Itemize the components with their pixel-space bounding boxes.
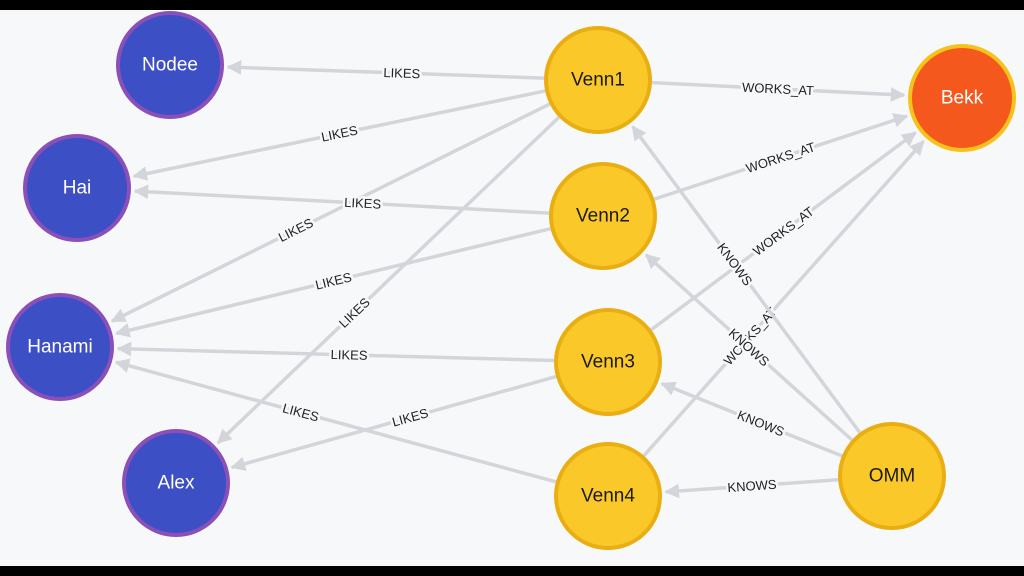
node-circle[interactable]: [554, 442, 662, 550]
node-circle[interactable]: [549, 162, 657, 270]
node-label: OMM: [869, 466, 915, 487]
node-label: Hai: [63, 178, 92, 199]
edge-line[interactable]: [132, 89, 546, 181]
edge-venn1-bekk[interactable]: WORKS_AT: [651, 77, 906, 102]
node-omm[interactable]: OMM: [838, 422, 946, 530]
edge-line[interactable]: [664, 478, 839, 499]
node-hanami[interactable]: Hanami: [6, 293, 114, 401]
node-label: Hanami: [27, 337, 92, 358]
node-venn4[interactable]: Venn4: [554, 442, 662, 550]
node-circle[interactable]: [6, 293, 114, 401]
node-alex[interactable]: Alex: [122, 429, 230, 537]
edge-line[interactable]: [114, 226, 551, 338]
node-label: Venn4: [581, 486, 635, 507]
node-circle[interactable]: [554, 308, 662, 416]
edge-line[interactable]: [230, 374, 557, 471]
node-circle[interactable]: [122, 429, 230, 537]
node-bekk[interactable]: Bekk: [908, 44, 1016, 152]
node-label: Venn3: [581, 352, 635, 373]
edge-line[interactable]: [642, 140, 925, 457]
edge-venn3-hanami[interactable]: LIKES: [116, 341, 555, 365]
edge-line[interactable]: [116, 341, 555, 363]
node-hai[interactable]: Hai: [23, 134, 131, 242]
node-label: Alex: [158, 473, 195, 494]
edge-line[interactable]: [226, 60, 545, 80]
edge-line[interactable]: [133, 184, 550, 215]
node-label: Venn1: [571, 70, 625, 91]
edge-line[interactable]: [651, 80, 906, 102]
node-nodee[interactable]: Nodee: [116, 11, 224, 119]
node-venn2[interactable]: Venn2: [549, 162, 657, 270]
node-label: Venn2: [576, 206, 630, 227]
edge-line[interactable]: [660, 381, 843, 458]
node-circle[interactable]: [23, 134, 131, 242]
edge-line[interactable]: [110, 102, 551, 323]
edge-line[interactable]: [644, 253, 854, 442]
node-circle[interactable]: [838, 422, 946, 530]
edge-omm-venn4[interactable]: KNOWS: [664, 474, 839, 499]
node-circle[interactable]: [544, 26, 652, 134]
edge-line[interactable]: [114, 358, 557, 484]
node-label: Bekk: [941, 88, 984, 109]
edge-label: LIKES: [344, 195, 382, 212]
node-circle[interactable]: [116, 11, 224, 119]
edge-venn2-hai[interactable]: LIKES: [133, 184, 550, 215]
edge-label: LIKES: [330, 347, 368, 363]
node-venn1[interactable]: Venn1: [544, 26, 652, 134]
node-venn3[interactable]: Venn3: [554, 308, 662, 416]
edge-label: KNOWS: [727, 477, 777, 495]
edge-label: WORKS_AT: [742, 80, 815, 99]
node-label: Nodee: [142, 55, 198, 76]
node-circle[interactable]: [908, 44, 1016, 152]
edge-line[interactable]: [631, 125, 862, 434]
edge-venn1-nodee[interactable]: LIKES: [226, 60, 545, 84]
edge-label: LIKES: [383, 65, 421, 81]
edge-line[interactable]: [216, 116, 561, 445]
edge-line[interactable]: [653, 113, 909, 201]
